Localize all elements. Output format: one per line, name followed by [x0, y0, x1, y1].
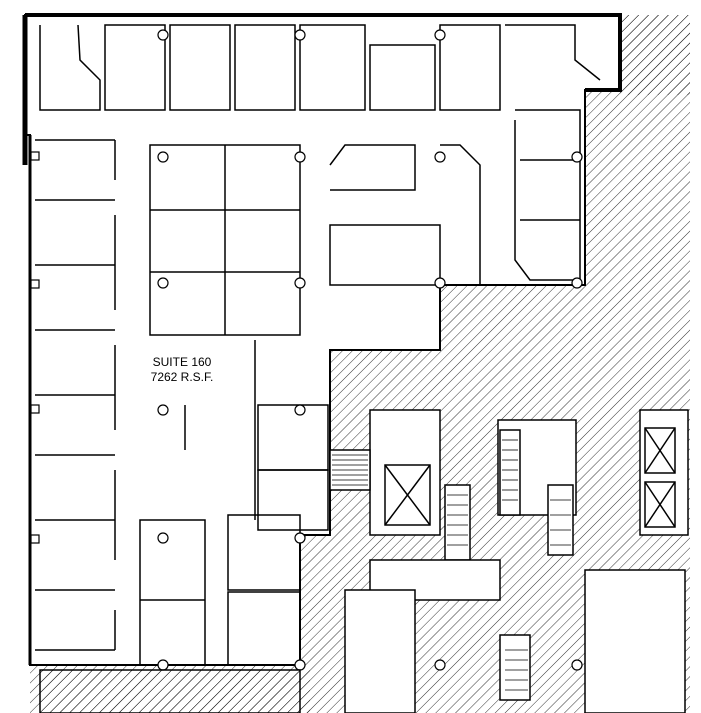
suite-area: 7262 R.S.F.: [150, 370, 214, 384]
columns: [30, 29, 583, 671]
stair-treads: [332, 439, 571, 691]
suite-name: SUITE 160: [152, 355, 212, 369]
left-offices: [35, 139, 116, 651]
building-core: [39, 409, 689, 713]
suite-label: SUITE 160 7262 R.S.F.: [122, 355, 242, 385]
center-offices: [139, 144, 481, 666]
top-offices: [39, 24, 601, 281]
